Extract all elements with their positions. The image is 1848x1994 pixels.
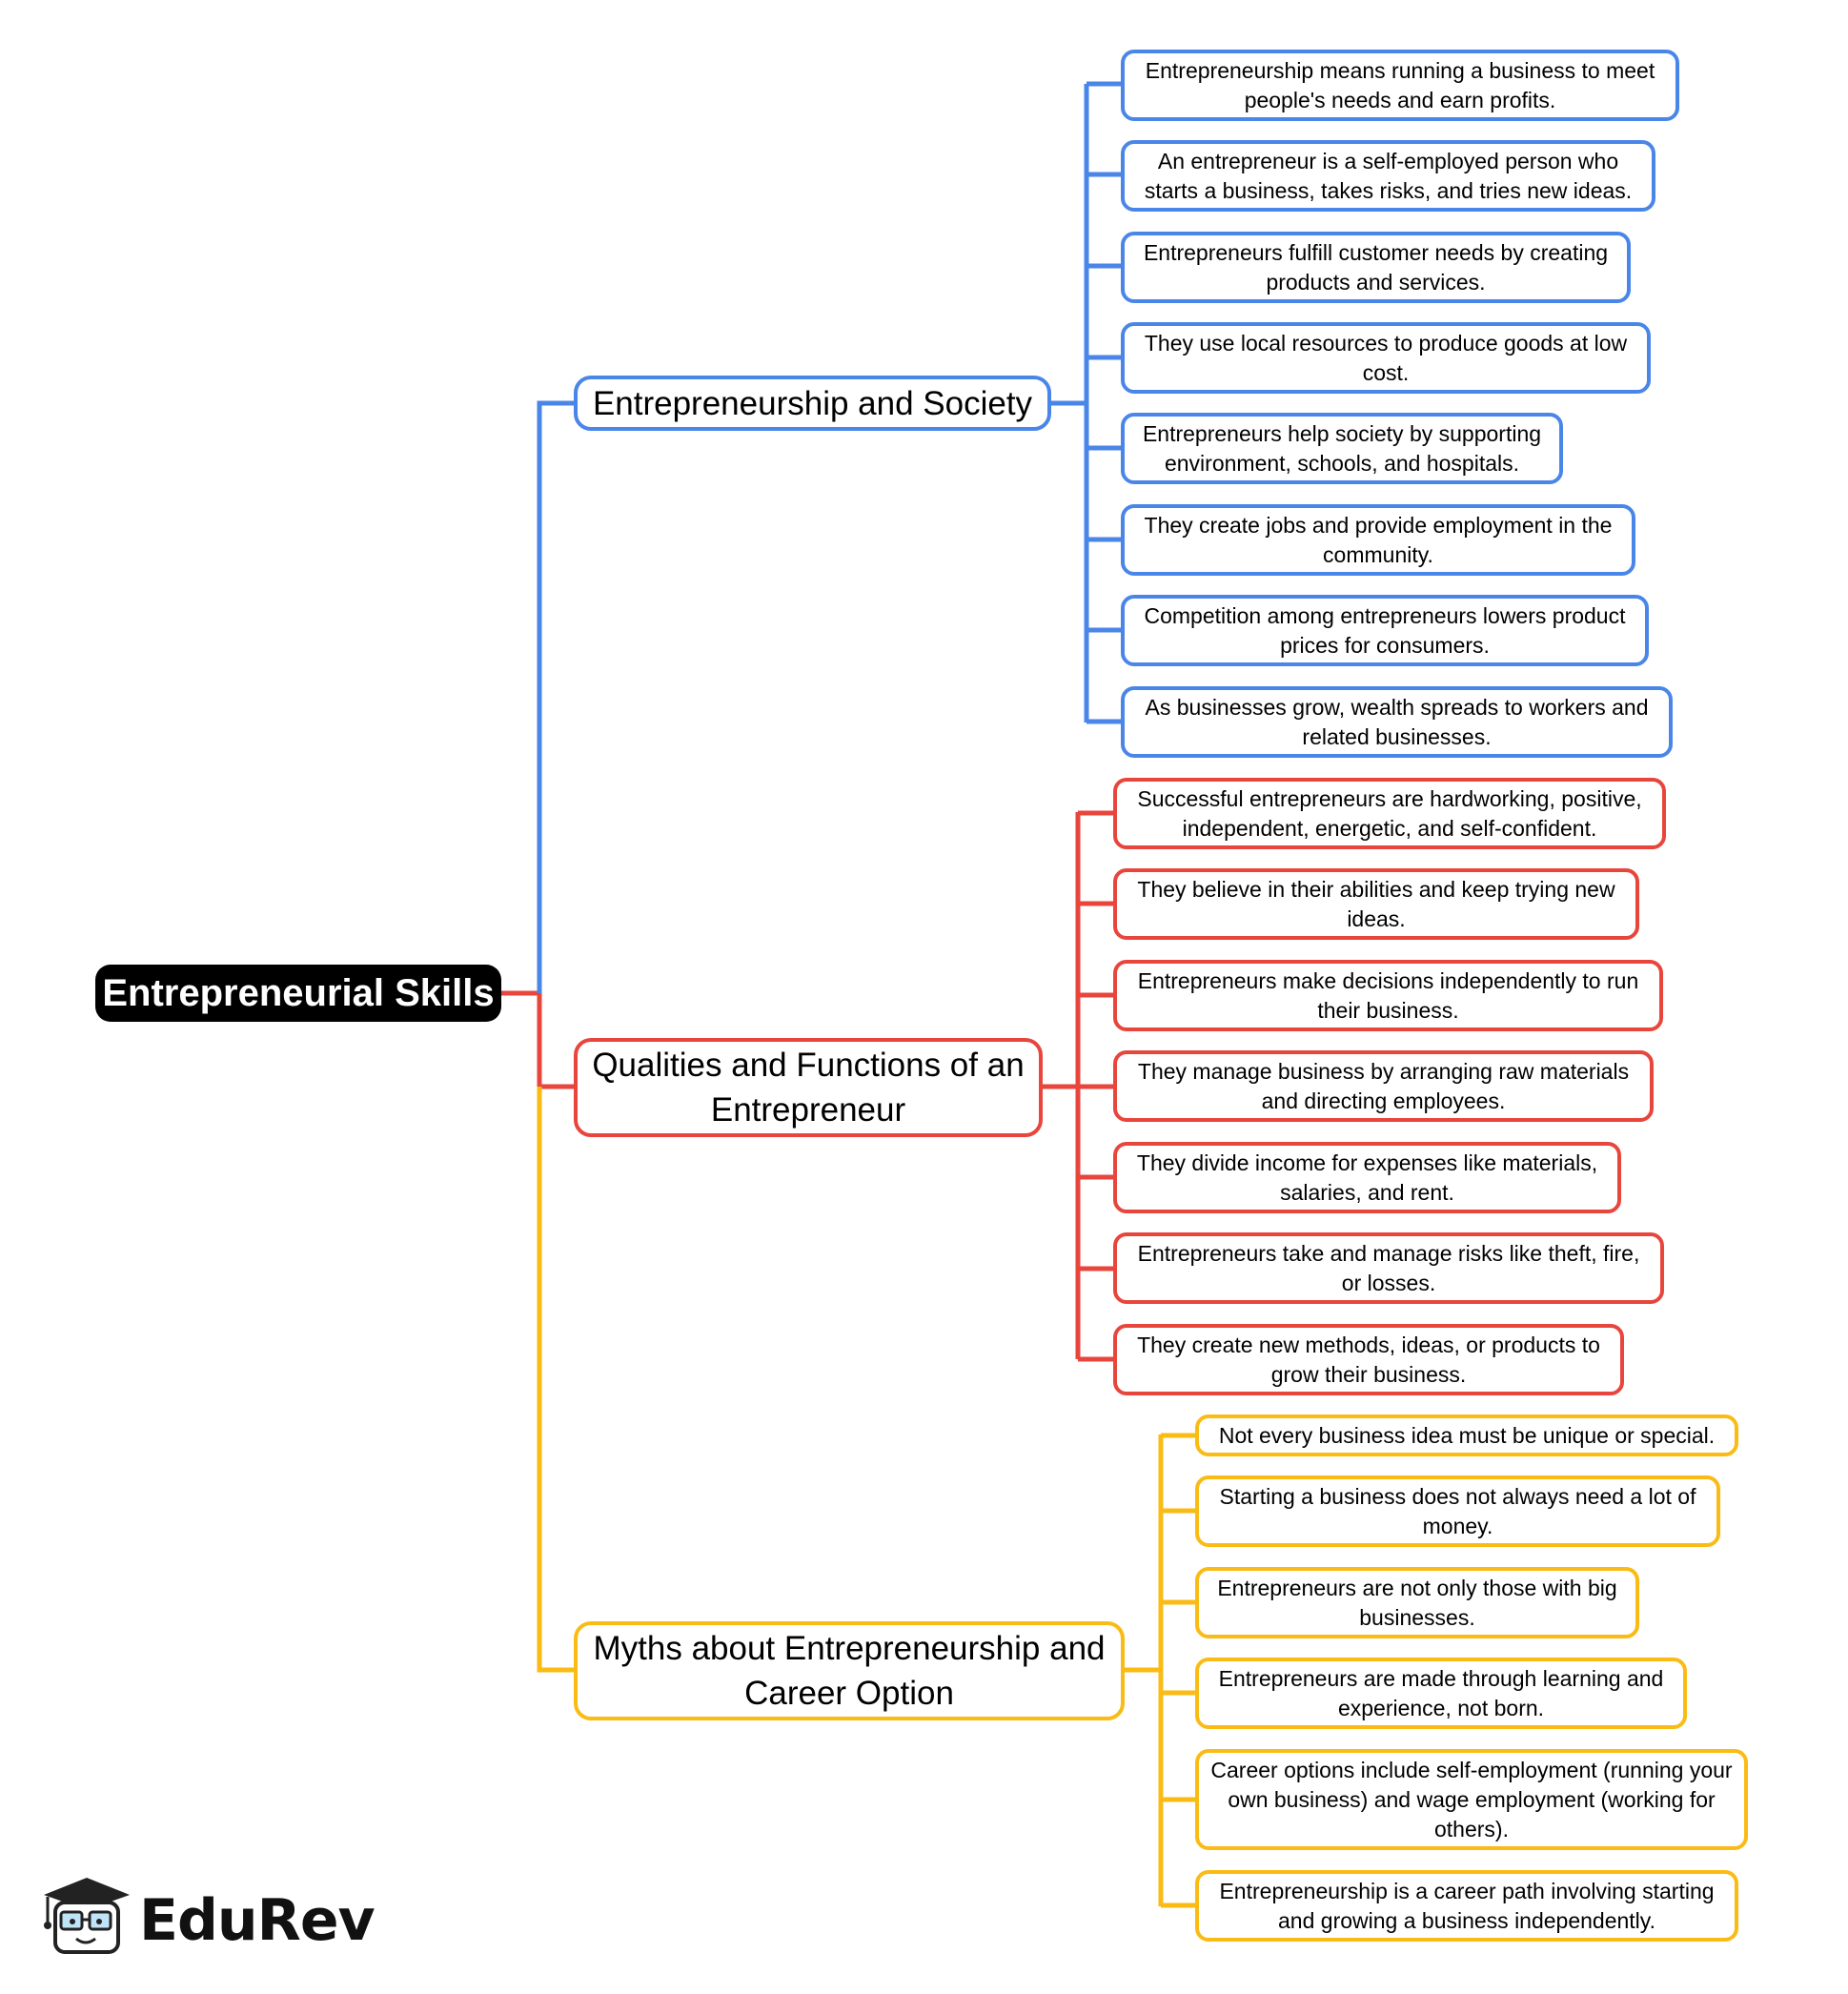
branch-entrepreneurship-and-society: Entrepreneurship and Society xyxy=(574,376,1051,431)
society-item: Entrepreneurs fulfill customer needs by … xyxy=(1121,232,1631,303)
root-node: Entrepreneurial Skills xyxy=(95,965,501,1022)
graduate-mascot-icon xyxy=(44,1878,130,1954)
myths-item: Not every business idea must be unique o… xyxy=(1195,1414,1738,1456)
myths-item: Entrepreneurship is a career path involv… xyxy=(1195,1870,1738,1942)
myths-item: Career options include self-employment (… xyxy=(1195,1749,1748,1850)
qualities-item: Entrepreneurs make decisions independent… xyxy=(1113,960,1663,1031)
society-item: An entrepreneur is a self-employed perso… xyxy=(1121,140,1655,212)
society-item: As businesses grow, wealth spreads to wo… xyxy=(1121,686,1673,758)
society-item: They create jobs and provide employment … xyxy=(1121,504,1635,576)
myths-item: Entrepreneurs are not only those with bi… xyxy=(1195,1567,1639,1638)
qualities-item: They create new methods, ideas, or produ… xyxy=(1113,1324,1624,1395)
logo-text: EduRev xyxy=(139,1887,376,1954)
society-item: They use local resources to produce good… xyxy=(1121,322,1651,394)
society-item: Competition among entrepreneurs lowers p… xyxy=(1121,595,1649,666)
society-item: Entrepreneurs help society by supporting… xyxy=(1121,413,1563,484)
qualities-item: They believe in their abilities and keep… xyxy=(1113,868,1639,940)
society-item: Entrepreneurship means running a busines… xyxy=(1121,50,1679,121)
myths-item: Starting a business does not always need… xyxy=(1195,1475,1720,1547)
qualities-item: Successful entrepreneurs are hardworking… xyxy=(1113,778,1666,849)
myths-item: Entrepreneurs are made through learning … xyxy=(1195,1658,1687,1729)
branch-myths-and-career: Myths about Entrepreneurship and Career … xyxy=(574,1621,1125,1720)
qualities-item: They manage business by arranging raw ma… xyxy=(1113,1050,1654,1122)
edurev-logo: EduRev xyxy=(34,1868,377,1963)
qualities-item: They divide income for expenses like mat… xyxy=(1113,1142,1621,1213)
qualities-item: Entrepreneurs take and manage risks like… xyxy=(1113,1232,1664,1304)
branch-qualities-and-functions: Qualities and Functions of an Entreprene… xyxy=(574,1038,1043,1137)
